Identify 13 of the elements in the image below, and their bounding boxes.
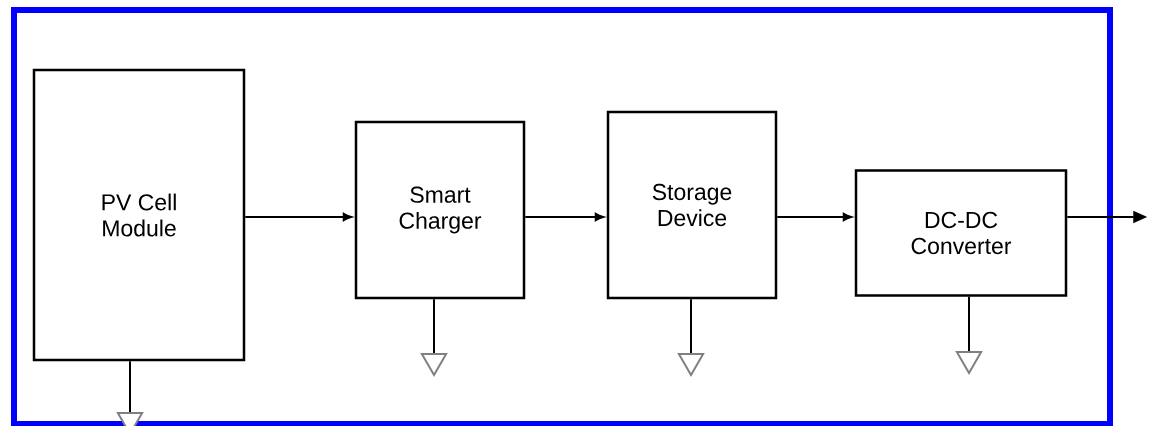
arrow bbox=[244, 212, 352, 222]
ground-line bbox=[129, 360, 131, 413]
ground-line bbox=[968, 295, 970, 352]
ground-line bbox=[433, 298, 435, 354]
frame-box bbox=[11, 7, 1113, 426]
arrow bbox=[776, 212, 852, 222]
process-box: Smart Charger bbox=[354, 120, 526, 300]
ground-line bbox=[690, 298, 692, 354]
process-box: DC-DC Converter bbox=[854, 169, 1068, 297]
arrow bbox=[524, 212, 604, 222]
ground-symbol bbox=[116, 412, 144, 426]
process-box: Storage Device bbox=[606, 110, 778, 300]
process-box: PV Cell Module bbox=[32, 68, 246, 362]
